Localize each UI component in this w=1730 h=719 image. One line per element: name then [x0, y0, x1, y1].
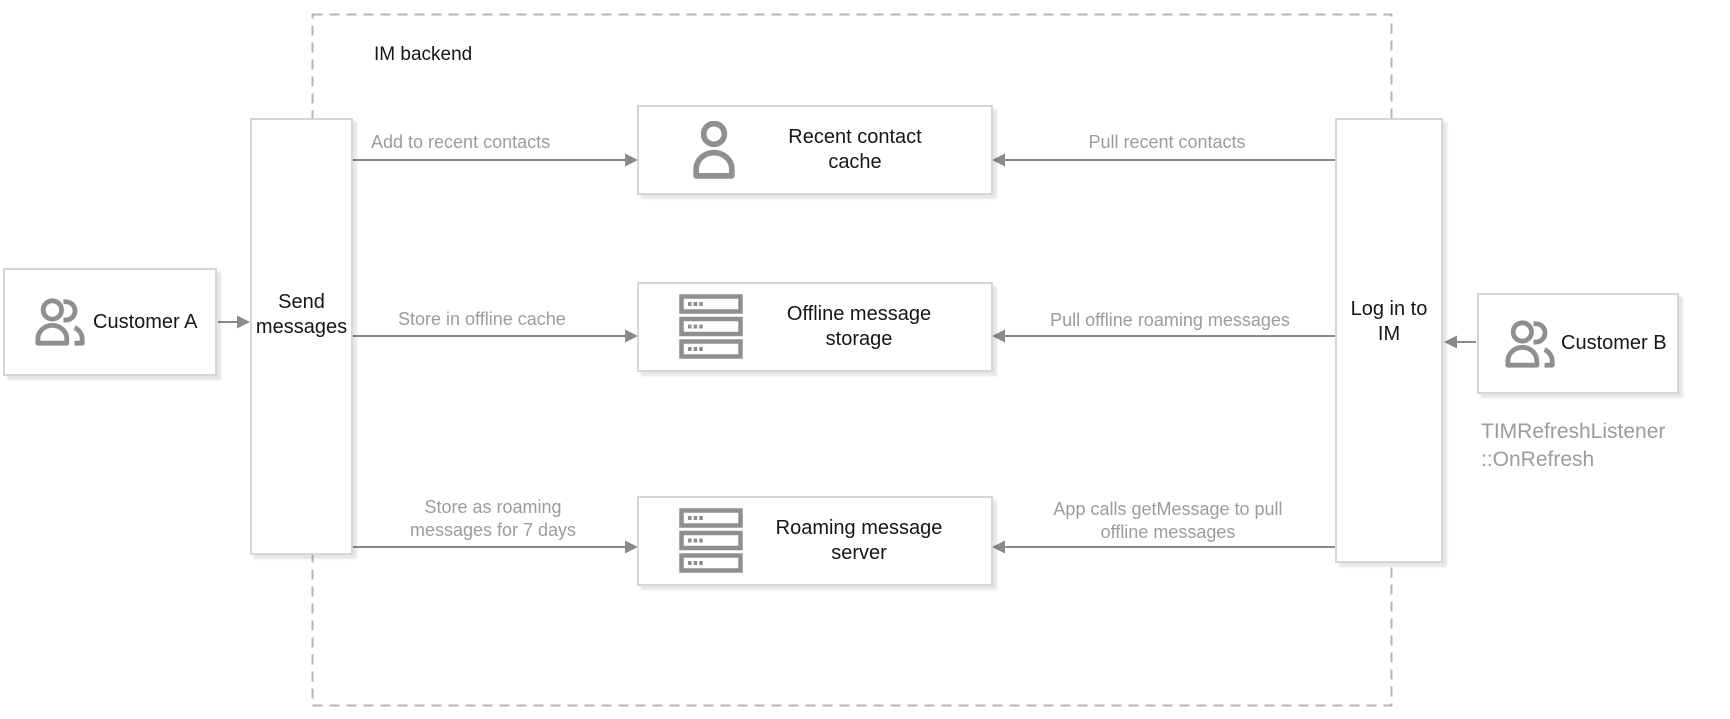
log-in-to-im-label: Log in to IM — [1350, 297, 1428, 345]
edge-label-app-get-message: App calls getMessage to pull offline mes… — [1053, 499, 1283, 542]
refresh-listener-line2: ::OnRefresh — [1481, 448, 1595, 471]
arrow-pull-recent-contacts — [992, 153, 1335, 167]
recent-contact-cache-label: Recent contact cache — [788, 126, 922, 173]
customer-a-node: Customer A — [3, 268, 217, 376]
roaming-message-server-label: Roaming message server — [775, 517, 943, 564]
arrow-customer-a-to-send — [218, 315, 250, 329]
arrow-app-get-message — [992, 540, 1335, 554]
refresh-listener-line1: TIMRefreshListener — [1481, 420, 1666, 443]
log-in-to-im-node: Log in to IM — [1335, 118, 1443, 563]
customer-b-label: Customer B — [1561, 332, 1667, 354]
edge-label-add-to-recent-contacts: Add to recent contacts — [371, 132, 551, 152]
edge-label-pull-recent-contacts: Pull recent contacts — [1088, 132, 1246, 152]
server-icon — [679, 294, 743, 360]
roaming-message-server-node: Roaming message server — [637, 496, 993, 586]
offline-message-storage-label: Offline message storage — [786, 303, 932, 350]
arrow-pull-offline-roaming — [992, 329, 1335, 343]
server-icon — [679, 508, 743, 574]
edge-label-pull-offline-roaming: Pull offline roaming messages — [1050, 310, 1290, 330]
user-icon — [693, 121, 735, 179]
users-icon — [35, 295, 89, 349]
arrow-store-in-offline-cache — [353, 329, 638, 343]
offline-message-storage-node: Offline message storage — [637, 282, 993, 372]
send-messages-label: Send messages — [255, 290, 348, 338]
customer-b-node: Customer B — [1477, 293, 1679, 394]
send-messages-node: Send messages — [250, 118, 353, 555]
arrow-store-as-roaming — [353, 540, 638, 554]
im-backend-label: IM backend — [374, 44, 473, 65]
recent-contact-cache-node: Recent contact cache — [637, 105, 993, 195]
arrow-customer-b-to-login — [1444, 335, 1476, 349]
refresh-listener-annotation: TIMRefreshListener ::OnRefresh — [1481, 418, 1721, 474]
edge-label-store-in-offline-cache: Store in offline cache — [398, 309, 566, 329]
arrow-add-to-recent-contacts — [353, 153, 638, 167]
users-icon — [1505, 317, 1559, 371]
edge-label-store-as-roaming: Store as roaming messages for 7 days — [409, 497, 577, 540]
customer-a-label: Customer A — [93, 310, 198, 333]
